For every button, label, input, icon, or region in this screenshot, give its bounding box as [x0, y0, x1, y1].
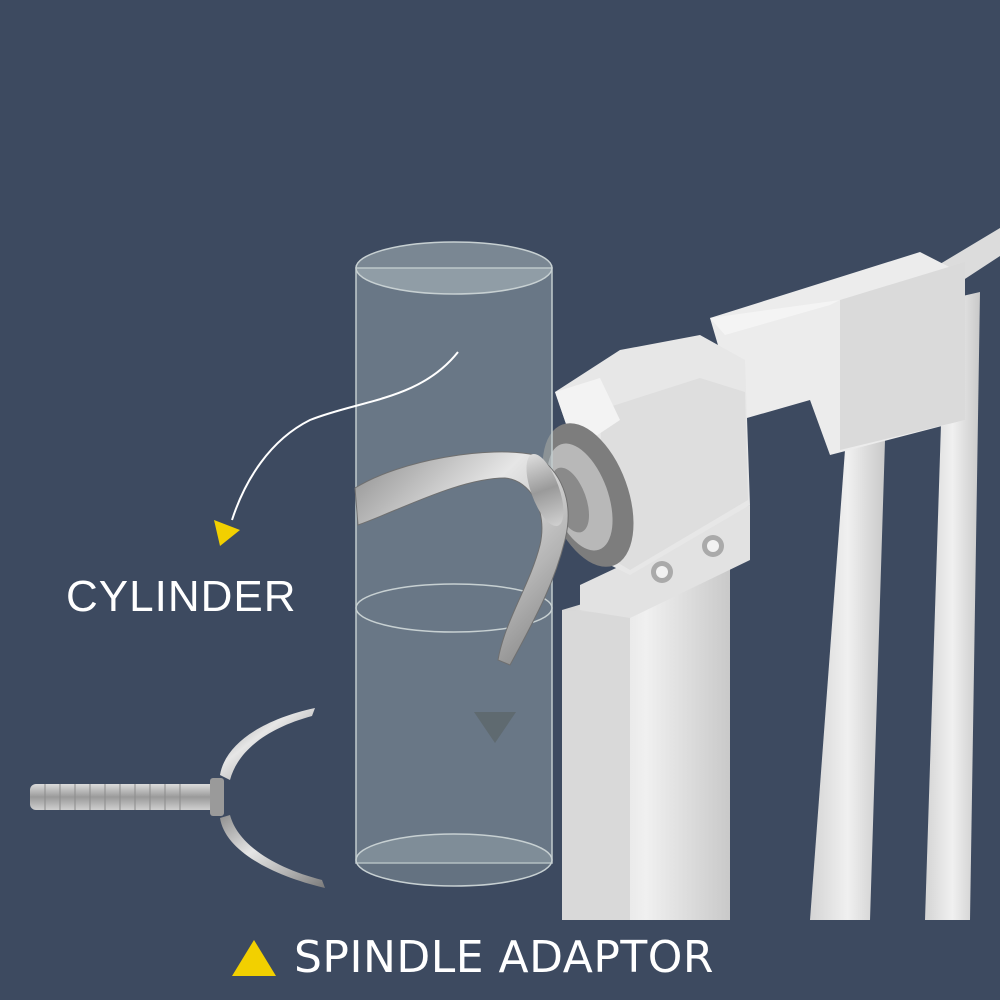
pointer-arrowhead — [214, 520, 240, 546]
down-arrow-icon — [474, 712, 516, 743]
spindle-adaptor-part — [30, 708, 325, 888]
spindle-adaptor-caption: SPINDLE ADAPTOR — [232, 932, 714, 983]
triangle-bullet-icon — [232, 939, 276, 976]
cylinder-illustration — [355, 241, 553, 887]
cylinder-label: CYLINDER — [66, 572, 297, 621]
gate-frame — [555, 228, 1000, 920]
spindle-adaptor-label: SPINDLE ADAPTOR — [294, 932, 714, 983]
spindle-clamp — [354, 451, 569, 666]
pointer-curve — [231, 351, 459, 521]
